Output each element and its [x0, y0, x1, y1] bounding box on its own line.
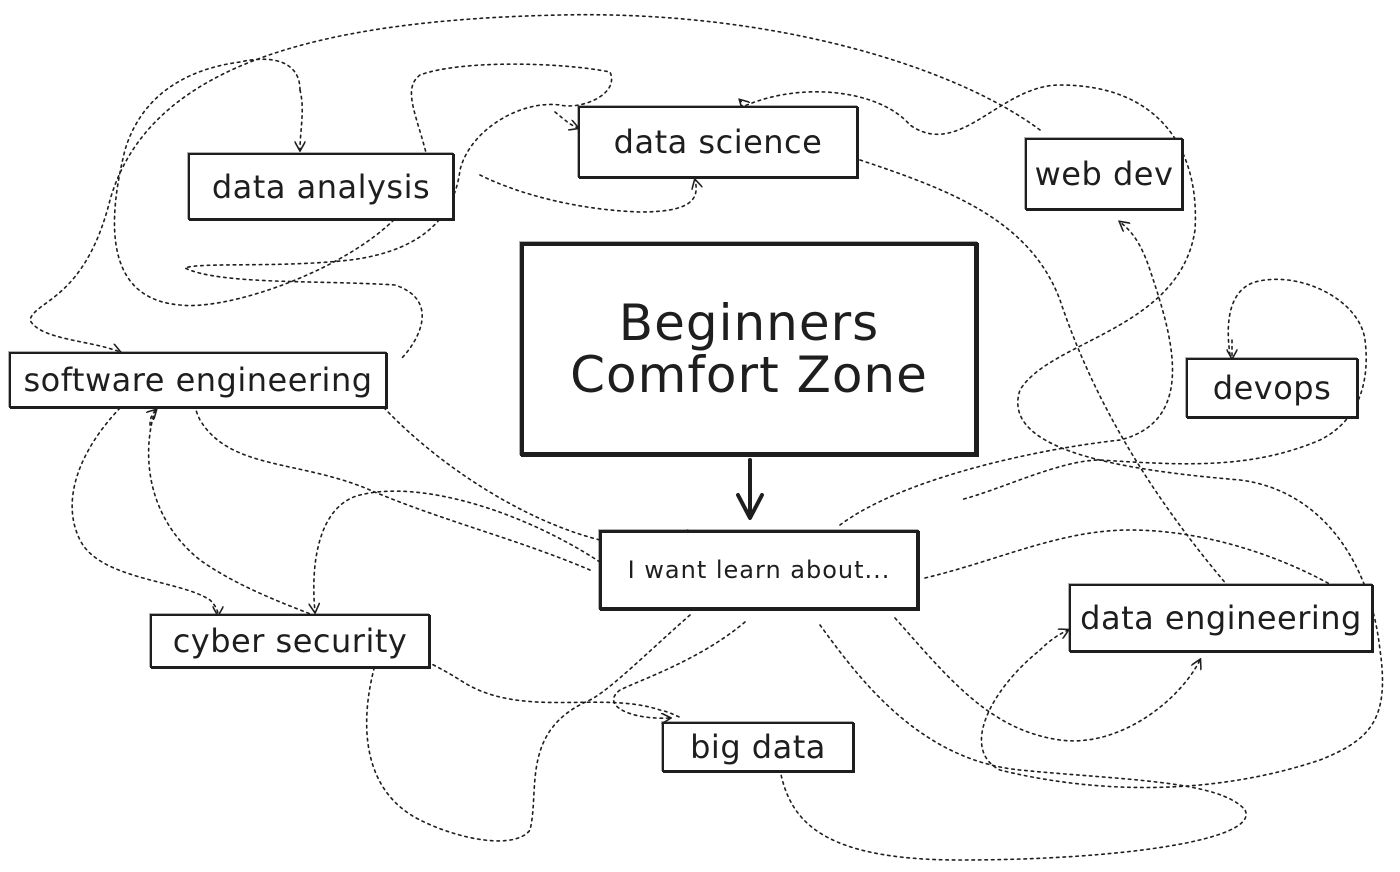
connector-path [300, 89, 302, 150]
connector-path [554, 111, 578, 128]
central-topic-line-2: Comfort Zone [570, 346, 928, 404]
topic-label: data science [613, 123, 823, 161]
connector-path [150, 410, 156, 426]
topic-node-data-science: data science [578, 106, 858, 178]
prompt-box: I want learn about... [599, 530, 919, 610]
topic-node-software-engineering: software engineering [9, 352, 387, 408]
connector-path [859, 159, 1241, 601]
connector-path [479, 174, 696, 213]
topic-label: software engineering [23, 361, 373, 399]
connector-path [1039, 630, 1068, 651]
topic-node-devops: devops [1186, 358, 1358, 418]
connector-path [894, 617, 1200, 742]
topic-label: devops [1212, 369, 1332, 407]
central-topic-box: Beginners Comfort Zone [520, 242, 978, 456]
topic-node-data-engineering: data engineering [1069, 584, 1373, 652]
topic-label: data engineering [1080, 599, 1362, 637]
connector-path [183, 63, 613, 361]
connector-path [314, 490, 601, 612]
connector-path [113, 58, 421, 307]
connector-path [959, 278, 1367, 501]
connector-path [779, 624, 1247, 861]
connector-path [739, 84, 1384, 789]
topic-label: data analysis [211, 167, 431, 206]
connector-path [839, 222, 1174, 526]
topic-node-data-analysis: data analysis [188, 153, 454, 220]
connector-path [29, 13, 1041, 352]
topic-node-big-data: big data [662, 722, 854, 772]
connector-path [71, 407, 218, 615]
topic-label: big data [690, 728, 826, 766]
topic-label: web dev [1034, 155, 1174, 193]
connector-path [612, 621, 746, 718]
central-topic-line-1: Beginners [618, 293, 880, 352]
topic-node-cyber-security: cyber security [150, 614, 430, 668]
center-arrowhead [736, 493, 764, 520]
topic-label: cyber security [172, 622, 408, 660]
prompt-label: I want learn about... [627, 556, 891, 584]
connector-path [924, 529, 1341, 591]
topic-node-web-dev: web dev [1025, 138, 1183, 210]
